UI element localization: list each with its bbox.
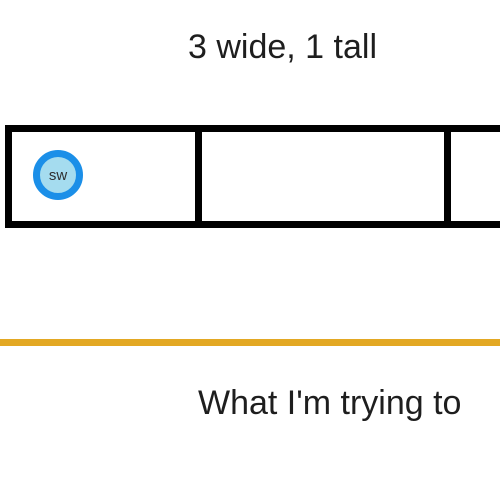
token-label: sw — [48, 166, 68, 184]
grid-row: sw — [5, 125, 500, 228]
grid-divider — [195, 125, 202, 228]
bottom-caption: What I'm trying to — [198, 384, 462, 422]
grid-divider — [444, 125, 451, 228]
top-caption: 3 wide, 1 tall — [188, 28, 377, 66]
separator-line — [0, 339, 500, 346]
sw-token-icon: sw — [33, 150, 83, 200]
